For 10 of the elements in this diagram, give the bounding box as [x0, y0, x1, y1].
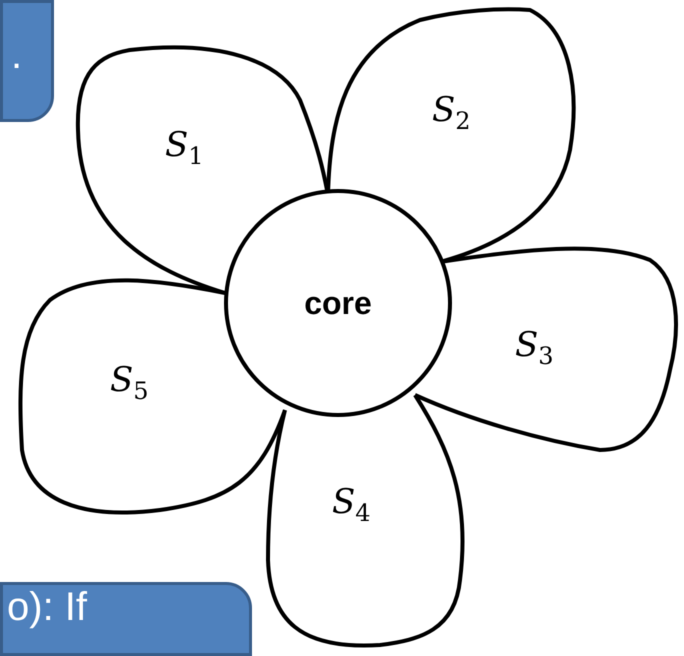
note-text: . — [11, 33, 22, 78]
petal-label: S$_{2}$ — [432, 90, 471, 135]
note-text: o): If — [7, 585, 88, 630]
petal-label: S$_{1}$ — [165, 125, 204, 170]
petal-label: S$_{4}$ — [332, 482, 371, 527]
petal-label: S$_{3}$ — [515, 325, 554, 370]
petal-label: S$_{5}$ — [110, 360, 149, 405]
note-box — [0, 0, 54, 122]
core-label: core — [304, 284, 372, 322]
note-box — [0, 582, 252, 656]
